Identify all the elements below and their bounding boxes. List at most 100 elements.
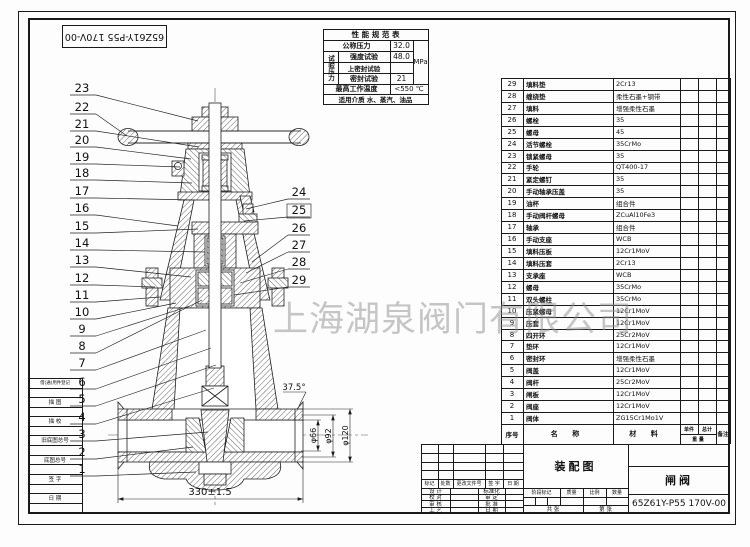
balloon-10: 10: [75, 305, 90, 319]
balloon-9: 9: [78, 322, 85, 336]
part-no: 25: [507, 127, 517, 136]
part-material: 12Cr1MoV: [616, 306, 650, 315]
grid-line: [501, 197, 730, 198]
grid-line: [501, 78, 502, 444]
stage-header: 质量: [566, 490, 577, 496]
grid-line: [680, 434, 716, 435]
sign-label: 校 对: [429, 495, 442, 501]
part-name: 手轮: [526, 164, 539, 173]
balloon-14: 14: [75, 236, 90, 250]
label: 强度试验: [350, 52, 378, 61]
part-material: 35: [616, 115, 625, 124]
part-no: 16: [507, 235, 517, 244]
sign-label: 工 艺: [429, 508, 442, 514]
grid-line: [28, 464, 82, 465]
grid-line: [716, 78, 717, 444]
strip-label: 描 校: [48, 419, 62, 425]
balloon-22: 22: [75, 100, 90, 114]
grid-line: [501, 269, 730, 270]
grid-line: [535, 497, 536, 505]
rev-header: 日 期: [507, 481, 519, 487]
part-material: 2Cr13: [616, 79, 636, 88]
grid-line: [28, 426, 82, 427]
balloon-1: 1: [78, 462, 85, 476]
balloon-17: 17: [75, 184, 90, 198]
part-name: 闸板: [526, 391, 539, 400]
grid-line: [323, 84, 428, 85]
grid-line: [421, 444, 730, 445]
grid-line: [523, 505, 628, 506]
balloon-15: 15: [75, 219, 90, 233]
part-name: 手动阀杆螺母: [526, 212, 565, 221]
part-no: 28: [507, 91, 517, 100]
part-name: 螺栓: [526, 116, 539, 125]
grid-line: [421, 479, 523, 480]
grid-line: [501, 114, 730, 115]
grid-line: [501, 150, 730, 151]
part-no: 24: [507, 139, 517, 148]
part-material: 35CrMo: [616, 282, 642, 291]
grid-line: [485, 444, 486, 488]
part-name: 螺母: [526, 128, 539, 137]
part-material: WCB: [616, 235, 632, 244]
grid-line: [421, 488, 628, 489]
rev-header: 处数: [440, 481, 451, 487]
grid-line: [28, 493, 82, 494]
grid-line: [450, 488, 451, 513]
grid-line: [501, 329, 730, 330]
grid-line: [323, 40, 428, 41]
part-name: 阀座: [526, 403, 539, 412]
part-no: 20: [507, 187, 517, 196]
part-material: 12Cr1MoV: [616, 246, 650, 255]
sign-label: 设 计: [429, 489, 442, 495]
part-no: 3: [509, 390, 515, 399]
part-material: 柔性石墨+钢带: [616, 92, 661, 101]
balloon-3: 3: [78, 427, 85, 441]
grid-line: [28, 455, 82, 456]
grid-line: [628, 444, 629, 513]
grid-line: [501, 412, 730, 413]
grid-line: [501, 305, 730, 306]
grid-line: [501, 245, 730, 246]
dim-outer: φ120: [341, 425, 350, 446]
part-no: 8: [509, 330, 515, 339]
grid-line: [323, 94, 428, 95]
grid-line: [18, 11, 736, 12]
grid-line: [323, 62, 414, 63]
grid-line: [606, 488, 607, 505]
balloon-27: 27: [292, 238, 307, 252]
grid-line: [323, 73, 414, 74]
rev-header: 标记: [424, 481, 435, 487]
strip-label: 借(通)用件登记: [40, 381, 70, 386]
part-no: 7: [509, 342, 515, 351]
sign-label: 标准化: [483, 489, 500, 495]
grid-line: [18, 11, 19, 525]
part-name: 紧定螺钉: [526, 176, 552, 185]
grid-line: [523, 497, 628, 498]
grid-line: [323, 29, 428, 30]
part-name: 手动支座: [526, 236, 552, 245]
grid-line: [421, 507, 523, 508]
part-material: 35: [616, 151, 625, 160]
part-no: 2: [509, 402, 515, 411]
part-material: ZCuAl10Fe3: [616, 211, 656, 220]
label: <550 ℃: [394, 85, 424, 93]
grid-line: [28, 18, 30, 514]
part-name: 手动轴承压盖: [526, 188, 565, 197]
grid-line: [730, 78, 731, 444]
grid-line: [523, 78, 524, 444]
part-material: 12Cr1MoV: [616, 390, 650, 399]
label: 序号: [505, 431, 519, 439]
grid-line: [428, 29, 429, 105]
part-no: 4: [509, 378, 515, 387]
rev-header: 签 字: [488, 481, 500, 487]
part-no: 12: [507, 282, 517, 291]
grid-line: [501, 293, 730, 294]
grid-line: [501, 376, 730, 377]
grid-line: [501, 221, 730, 222]
grid-line: [421, 453, 523, 454]
grid-line: [501, 352, 730, 353]
balloon-8: 8: [78, 339, 85, 353]
strip-label: 描 图: [48, 400, 62, 406]
